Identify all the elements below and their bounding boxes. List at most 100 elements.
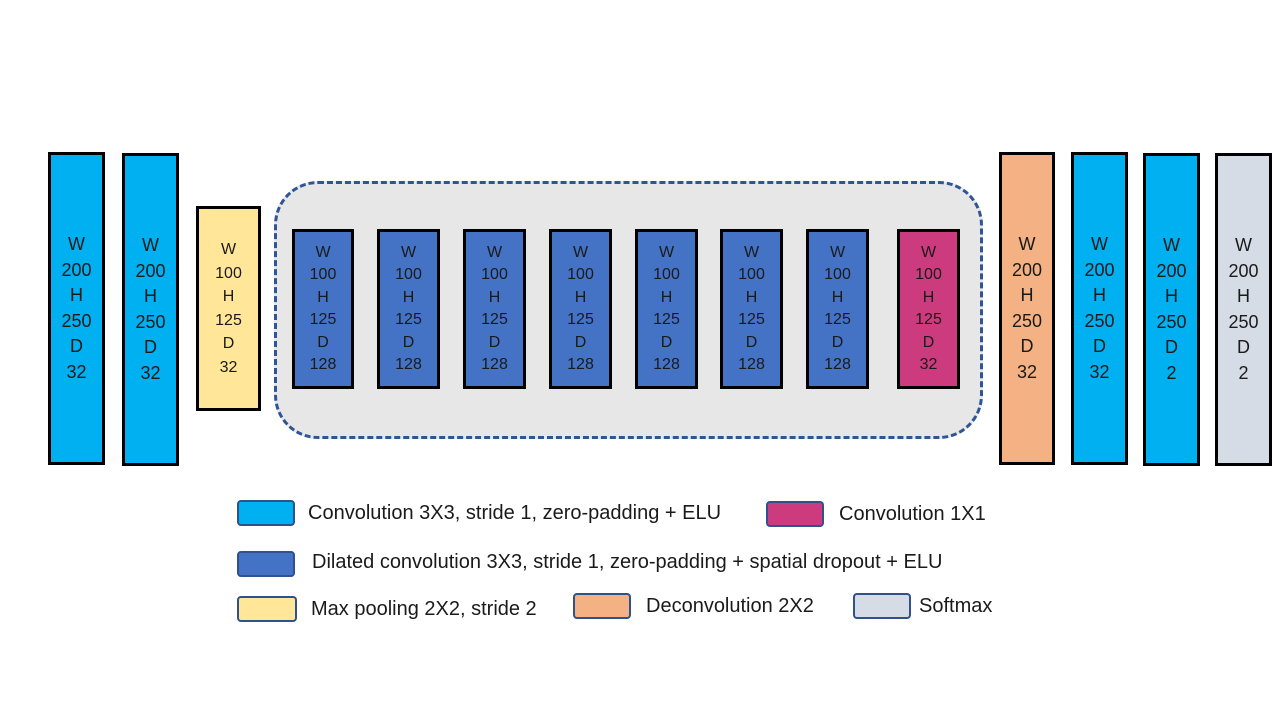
dim-label: W xyxy=(1090,234,1108,254)
legend-swatch-deconvolution xyxy=(573,593,631,619)
dim-label: H xyxy=(1236,286,1250,306)
dim-label: D xyxy=(488,333,501,351)
dim-value: 100 xyxy=(824,266,851,283)
dim-value: 128 xyxy=(567,356,594,373)
dim-label: D xyxy=(660,333,673,351)
legend-swatch-softmax xyxy=(853,593,911,619)
dilated-conv-block-1: W 100 H 125 D 128 xyxy=(292,229,354,389)
dim-value: 100 xyxy=(915,266,942,283)
dim-value: 100 xyxy=(481,266,508,283)
dim-value: 128 xyxy=(309,356,337,373)
conv-1x1-block: W 100 H 125 D 32 xyxy=(897,229,960,389)
dim-value: 32 xyxy=(919,356,938,373)
dilated-conv-block-7: W 100 H 125 D 128 xyxy=(806,229,869,389)
dim-label: W xyxy=(1234,235,1252,255)
dim-label: H xyxy=(1020,285,1034,305)
softmax-block: W 200 H 250 D 2 xyxy=(1215,153,1272,466)
dim-label: D xyxy=(222,335,235,352)
dim-value: 200 xyxy=(61,259,92,280)
dim-label: D xyxy=(745,333,758,351)
dim-label: D xyxy=(922,333,935,351)
dim-value: 100 xyxy=(395,266,422,283)
dim-value: 125 xyxy=(653,311,680,328)
dim-value: 100 xyxy=(653,266,680,283)
dim-value: 32 xyxy=(1016,361,1037,382)
dim-label: H xyxy=(831,288,844,306)
dim-label: D xyxy=(1092,336,1106,356)
dim-value: 100 xyxy=(215,264,242,282)
dim-label: H xyxy=(317,288,329,306)
dim-value: 125 xyxy=(395,311,422,328)
dilated-conv-block-6: W 100 H 125 D 128 xyxy=(720,229,783,389)
dim-value: 250 xyxy=(1228,311,1259,332)
legend-label-convolution-1x1: Convolution 1X1 xyxy=(839,503,986,525)
dim-label: H xyxy=(574,288,587,306)
legend-label-deconvolution: Deconvolution 2X2 xyxy=(646,595,814,617)
dim-value: 200 xyxy=(1228,260,1259,281)
dim-value: 125 xyxy=(481,311,508,328)
dim-value: 250 xyxy=(1084,310,1115,331)
dim-label: W xyxy=(1162,235,1180,255)
dim-label: W xyxy=(315,243,331,261)
dim-label: H xyxy=(402,288,415,306)
legend-label-max-pooling: Max pooling 2X2, stride 2 xyxy=(311,598,537,620)
dim-label: W xyxy=(1018,234,1036,254)
dim-value: 125 xyxy=(824,311,851,328)
dim-value: 100 xyxy=(738,266,765,283)
dim-value: 128 xyxy=(824,356,851,373)
dilated-conv-block-2: W 100 H 125 D 128 xyxy=(377,229,440,389)
conv-block-4: W 200 H 250 D 2 xyxy=(1143,153,1200,466)
dim-label: D xyxy=(574,333,587,351)
dim-value: 100 xyxy=(309,266,337,283)
dim-value: 32 xyxy=(219,358,238,376)
dim-value: 125 xyxy=(309,311,337,328)
dim-value: 32 xyxy=(66,361,87,382)
dim-value: 2 xyxy=(1238,362,1249,383)
dim-label: D xyxy=(143,337,157,357)
dim-label: H xyxy=(745,288,758,306)
dim-label: H xyxy=(143,286,157,306)
dim-label: W xyxy=(743,243,760,261)
dim-value: 128 xyxy=(738,356,765,373)
legend-label-convolution: Convolution 3X3, stride 1, zero-padding … xyxy=(308,502,722,524)
dim-label: H xyxy=(69,285,83,305)
dim-label: H xyxy=(488,288,501,306)
legend-label-dilated-convolution: Dilated convolution 3X3, stride 1, zero-… xyxy=(312,551,943,573)
dim-label: H xyxy=(922,288,935,306)
legend-swatch-dilated-convolution xyxy=(237,551,295,577)
dilated-conv-block-4: W 100 H 125 D 128 xyxy=(549,229,612,389)
dim-label: D xyxy=(1020,336,1034,356)
dim-label: D xyxy=(402,333,415,351)
dim-value: 128 xyxy=(653,356,680,373)
dim-value: 200 xyxy=(1156,260,1187,281)
legend-swatch-max-pooling xyxy=(237,596,297,622)
dim-value: 125 xyxy=(215,311,242,329)
dim-value: 128 xyxy=(395,356,422,373)
dim-value: 128 xyxy=(481,356,508,373)
dim-value: 250 xyxy=(135,311,166,332)
dim-value: 125 xyxy=(567,311,594,328)
max-pool-block: W 100 H 125 D 32 xyxy=(196,206,261,411)
conv-block-3: W 200 H 250 D 32 xyxy=(1071,152,1128,465)
dim-value: 200 xyxy=(1011,259,1043,280)
dim-value: 250 xyxy=(1156,311,1187,332)
dim-label: W xyxy=(67,234,85,254)
legend-swatch-convolution-1x1 xyxy=(766,501,824,527)
dim-value: 125 xyxy=(738,311,765,328)
conv-block-1: W 200 H 250 D 32 xyxy=(48,152,105,465)
dim-label: H xyxy=(660,288,673,306)
dim-label: D xyxy=(69,336,83,356)
dim-label: W xyxy=(486,243,503,261)
dim-label: H xyxy=(1092,285,1106,305)
dim-label: D xyxy=(1236,337,1250,357)
dim-label: W xyxy=(220,241,237,258)
dim-label: D xyxy=(831,333,844,351)
dim-value: 250 xyxy=(61,310,92,331)
dim-value: 250 xyxy=(1011,310,1043,331)
dim-label: W xyxy=(141,235,159,255)
dilated-conv-block-5: W 100 H 125 D 128 xyxy=(635,229,698,389)
dilated-conv-block-3: W 100 H 125 D 128 xyxy=(463,229,526,389)
dim-label: H xyxy=(1164,286,1178,306)
deconv-block: W 200 H 250 D 32 xyxy=(999,152,1055,465)
dim-label: H xyxy=(222,288,235,305)
